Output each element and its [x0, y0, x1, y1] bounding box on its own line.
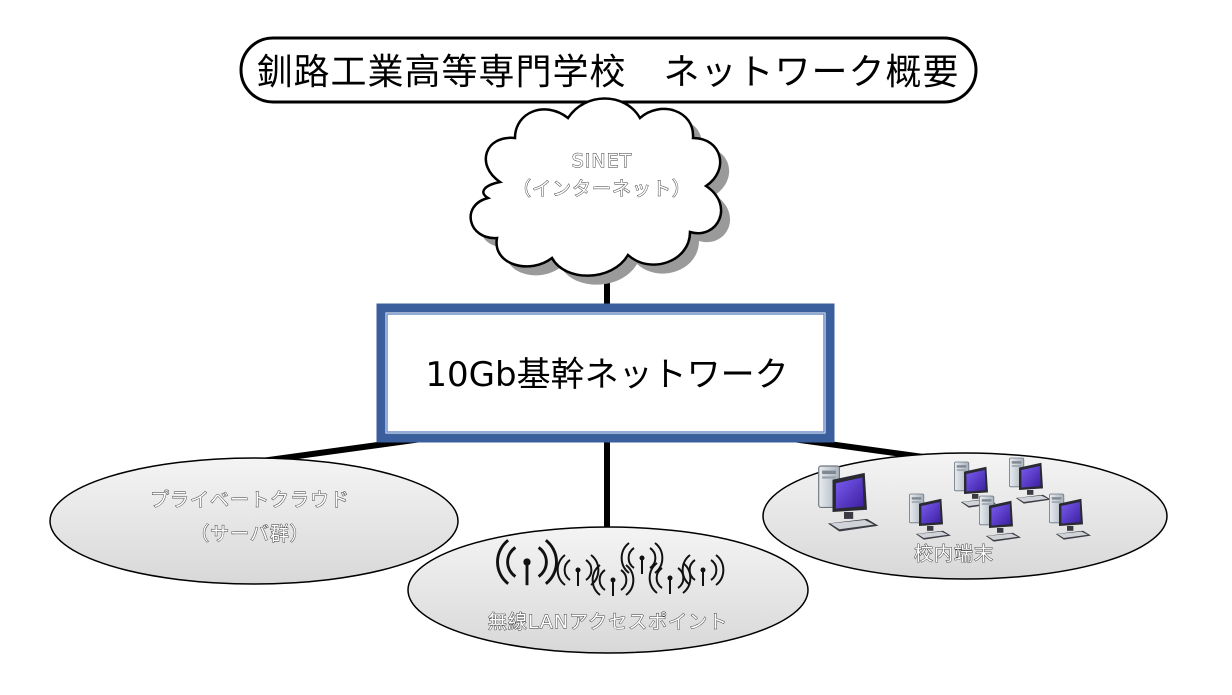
internet-label-line1: SINET	[572, 150, 633, 172]
hub-label: 10Gb基幹ネットワーク	[425, 355, 788, 395]
private-cloud-label-line1: プライベートクラウド	[150, 489, 350, 511]
private-cloud-label-line2: （サーバ群）	[190, 523, 310, 545]
internet-label-line2: （インターネット）	[512, 178, 692, 200]
internet-cloud: SINET （インターネット）	[469, 97, 731, 285]
campus-terminals-node: 校内端末	[762, 452, 1168, 580]
cloud-body	[469, 97, 723, 277]
wireless-node: 無線LANアクセスポイント	[407, 526, 809, 654]
private-cloud-node: プライベートクラウド （サーバ群）	[49, 457, 459, 585]
campus-label: 校内端末	[914, 543, 994, 565]
title-banner: 釧路工業高等専門学校 ネットワーク概要	[239, 36, 978, 104]
wireless-label: 無線LANアクセスポイント	[488, 611, 728, 633]
page-title: 釧路工業高等専門学校 ネットワーク概要	[256, 52, 959, 93]
backbone-hub: 10Gb基幹ネットワーク	[376, 303, 835, 443]
